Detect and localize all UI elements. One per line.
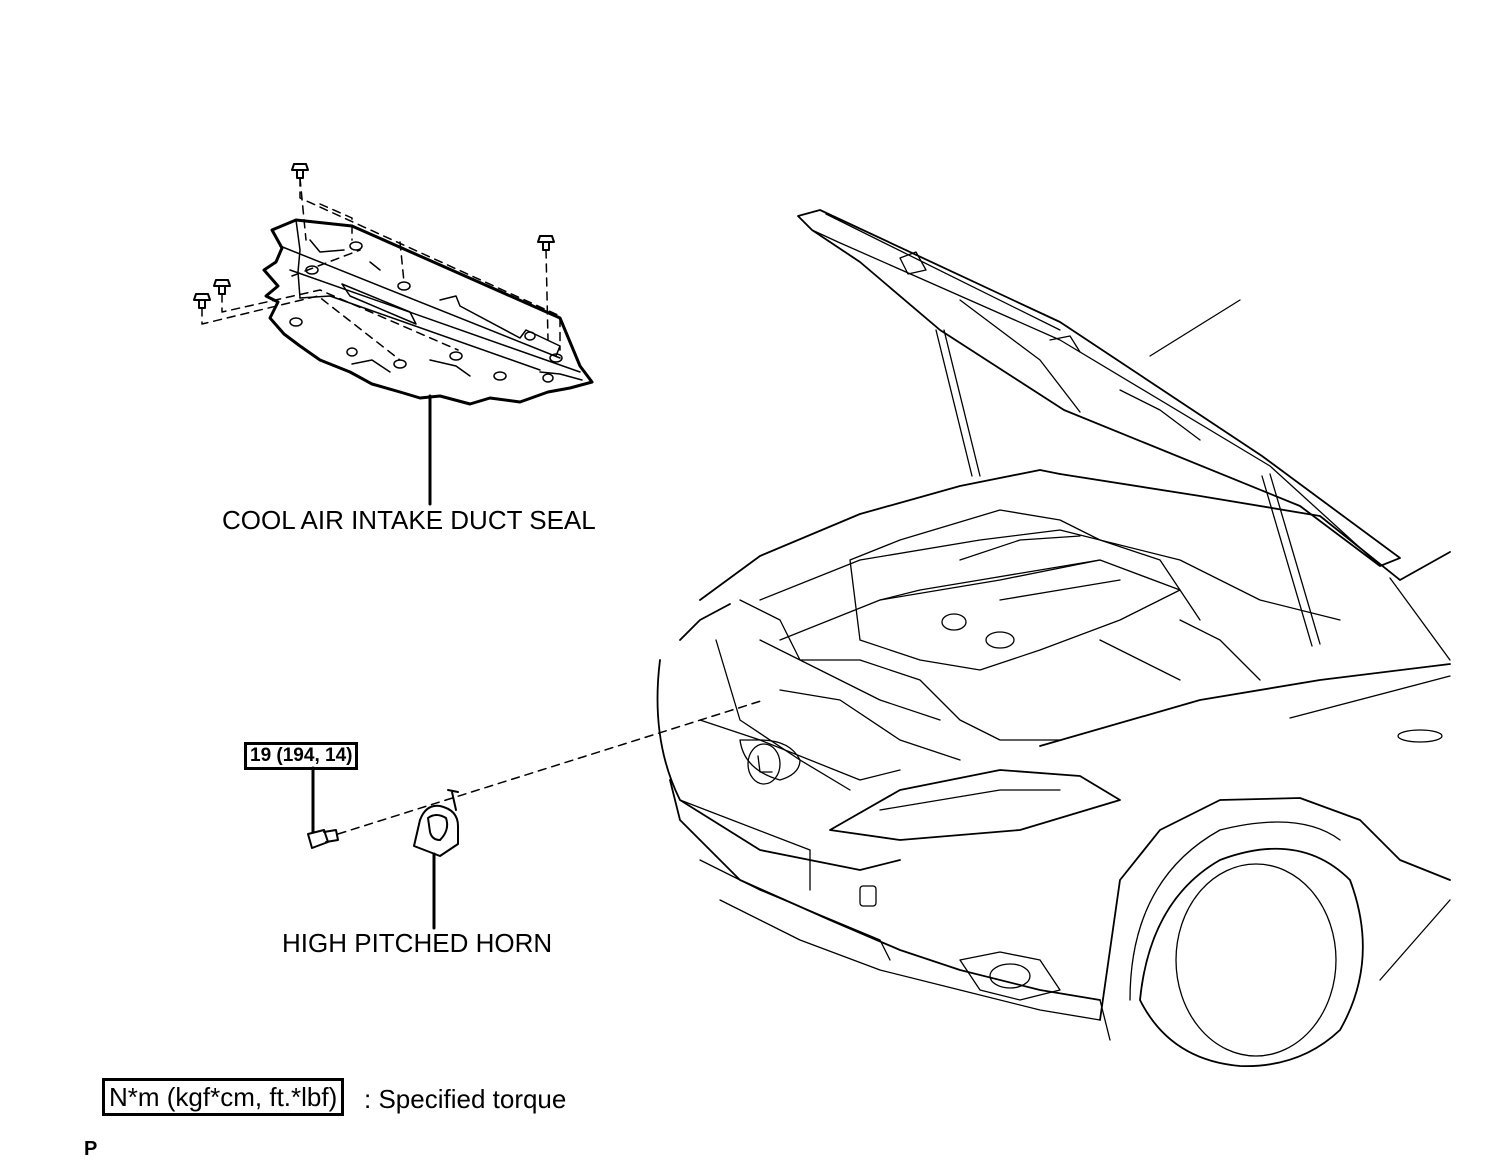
torque-legend-description: : Specified torque <box>364 1084 567 1114</box>
high-pitched-horn-part <box>413 789 459 857</box>
clip-left-2 <box>193 293 211 309</box>
figure-code: P <box>84 1138 98 1160</box>
clip-top <box>291 163 309 179</box>
clip-right <box>537 235 555 251</box>
torque-spec-box: 19 (194, 14) <box>244 742 359 770</box>
torque-unit-legend-box: N*m (kgf*cm, ft.*lbf) <box>102 1078 345 1116</box>
duct-seal-label: COOL AIR INTAKE DUCT SEAL <box>222 505 596 535</box>
vehicle-front-illustration <box>656 209 1451 1067</box>
horn-label: HIGH PITCHED HORN <box>282 928 553 958</box>
horn-bolt <box>307 829 339 849</box>
cool-air-intake-duct-seal-part <box>262 218 594 406</box>
clip-left-1 <box>213 279 231 295</box>
horn-mount-guide-line <box>337 699 765 835</box>
clip-guide-lines <box>201 177 561 361</box>
